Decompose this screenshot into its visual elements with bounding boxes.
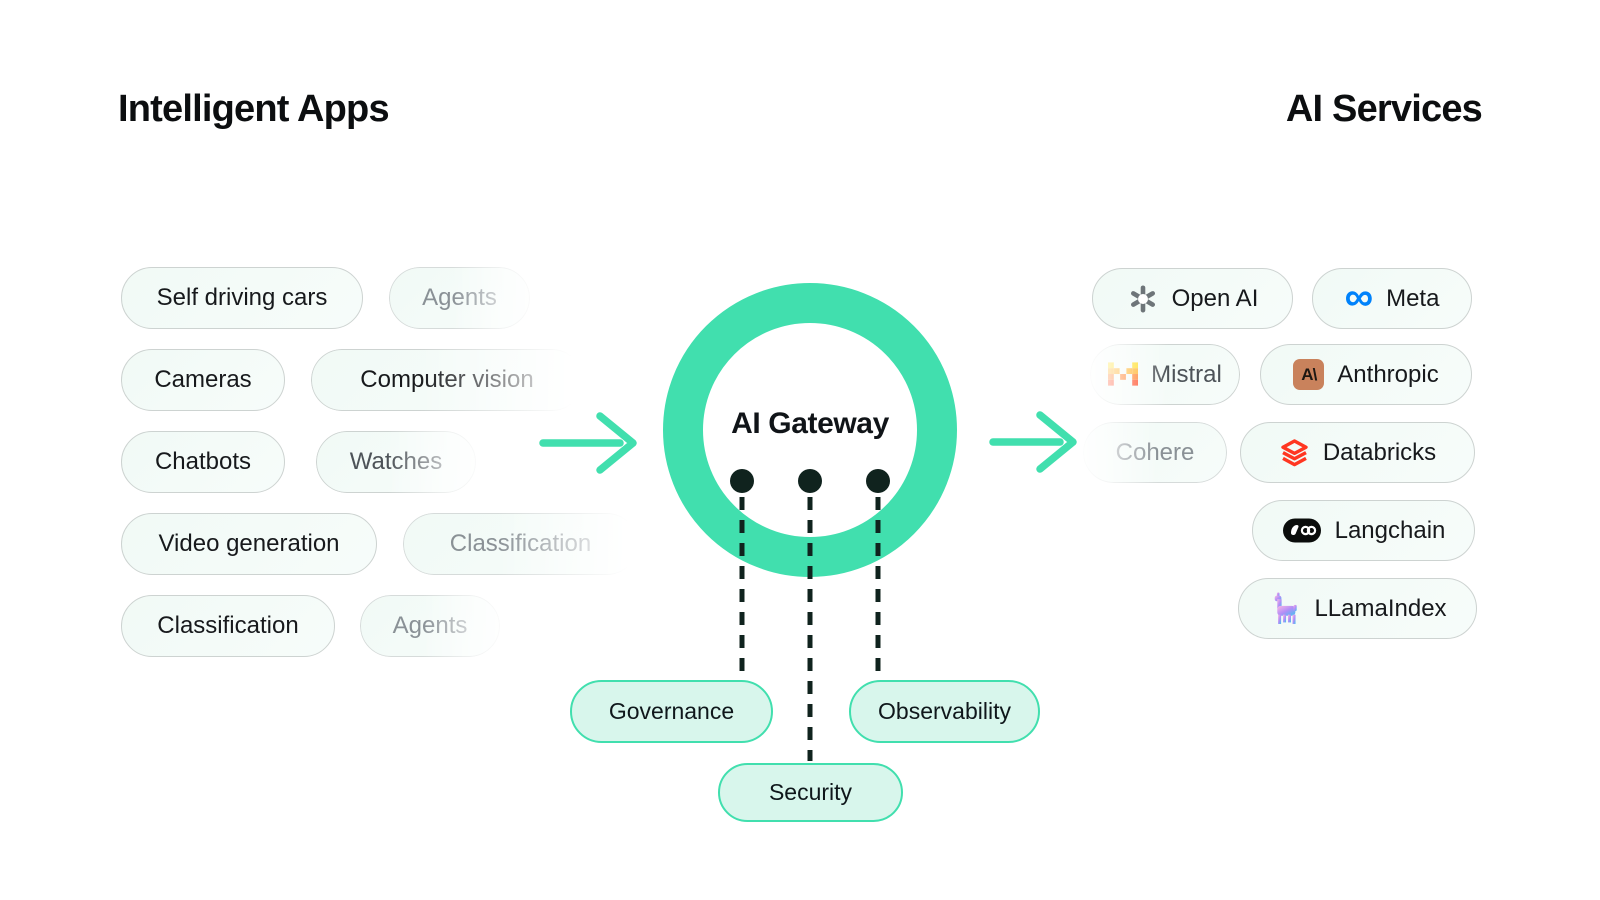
pill-label: Langchain	[1334, 516, 1446, 544]
arrow-apps-to-gateway	[539, 412, 637, 474]
pill-label: Open AI	[1171, 284, 1259, 312]
app-pill-cameras: Cameras	[121, 349, 285, 411]
databricks-icon	[1279, 438, 1310, 468]
pill-label: Self driving cars	[156, 284, 328, 311]
app-pill-computer-vision: Computer vision	[311, 349, 583, 411]
pill-label: Mistral	[1151, 360, 1222, 388]
ai-services-title: AI Services	[1285, 88, 1483, 130]
llamaindex-icon	[1268, 592, 1301, 625]
app-pill-classification-faded: Classification	[403, 513, 638, 575]
app-pill-chatbots: Chatbots	[121, 431, 285, 493]
port-dot	[730, 469, 754, 493]
port-dot	[866, 469, 890, 493]
pill-label: Security	[768, 779, 853, 805]
pill-label: Governance	[608, 698, 735, 724]
pill-label: Computer vision	[360, 366, 534, 393]
service-pill-langchain: Langchain	[1252, 500, 1475, 561]
app-pill-agents-2: Agents	[360, 595, 500, 657]
app-pill-self-driving-cars: Self driving cars	[121, 267, 363, 329]
pill-label: Observability	[878, 698, 1011, 724]
pill-label: Video generation	[158, 530, 340, 557]
pill-label: Agents	[392, 612, 468, 639]
service-pill-databricks: Databricks	[1240, 422, 1475, 483]
mistral-icon	[1108, 362, 1139, 387]
service-pill-cohere: Cohere	[1083, 422, 1227, 483]
gateway-ports	[730, 469, 890, 493]
langchain-icon	[1282, 517, 1322, 544]
pill-label: Meta	[1386, 284, 1440, 312]
arrow-gateway-to-services	[989, 411, 1077, 473]
app-pill-video-generation: Video generation	[121, 513, 377, 575]
capability-pill-governance: Governance	[570, 680, 773, 743]
port-dot	[798, 469, 822, 493]
pill-label: Databricks	[1322, 438, 1437, 466]
service-pill-openai: Open AI	[1092, 268, 1293, 329]
pill-label: Agents	[422, 284, 497, 311]
service-pill-anthropic: A\ Anthropic	[1260, 344, 1472, 405]
anthropic-icon: A\	[1293, 359, 1325, 390]
capability-pill-security: Security	[718, 763, 903, 822]
pill-label: Cameras	[154, 366, 252, 393]
service-pill-mistral: Mistral	[1090, 344, 1240, 405]
pill-label: Cohere	[1115, 438, 1195, 466]
pill-label: Anthropic	[1337, 360, 1439, 388]
pill-label: Classification	[449, 530, 592, 557]
pill-label: LLamaIndex	[1314, 594, 1447, 622]
pill-label: Watches	[349, 448, 443, 475]
pill-label: Classification	[157, 612, 299, 639]
service-pill-meta: ∞ Meta	[1312, 268, 1472, 329]
openai-icon	[1127, 283, 1159, 315]
app-pill-watches: Watches	[316, 431, 476, 493]
service-pill-llamaindex: LLamaIndex	[1238, 578, 1477, 639]
pill-label: Chatbots	[154, 448, 252, 475]
capability-pill-observability: Observability	[849, 680, 1040, 743]
gateway-label: AI Gateway	[731, 407, 889, 440]
intelligent-apps-title: Intelligent Apps	[118, 88, 390, 130]
app-pill-classification: Classification	[121, 595, 335, 657]
app-pill-agents-1: Agents	[389, 267, 530, 329]
